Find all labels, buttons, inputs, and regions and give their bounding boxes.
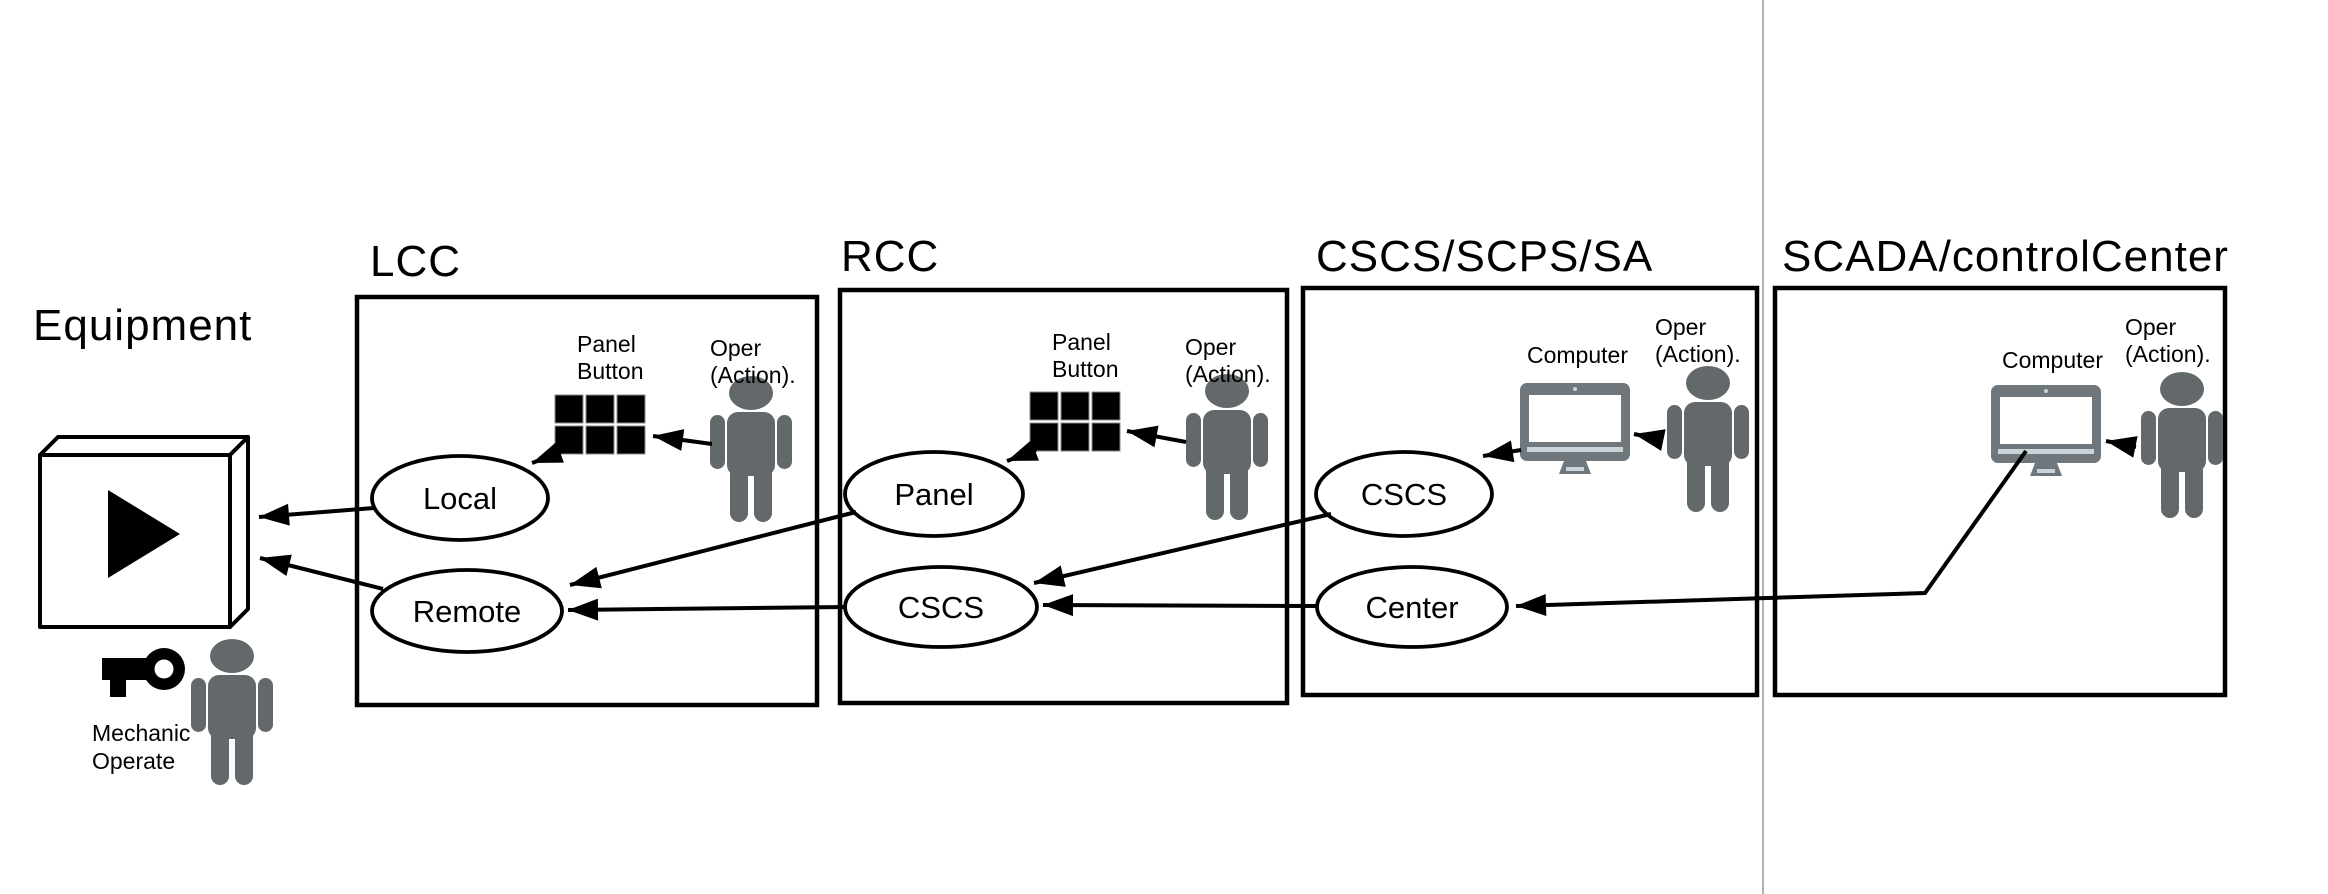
node-rcc-panel [843,450,1025,538]
node-cscs-center [1315,565,1509,649]
scada-title: SCADA/controlCenter [1782,232,2229,281]
cscs-oper-label: Oper (Action). [1655,314,1741,367]
mechanic-operate-label: Mechanic Operate [92,720,197,774]
node-lcc-local-label: Local [423,481,497,516]
mechanic-person-icon [191,639,273,785]
scada-computer-label: Computer [2002,347,2103,373]
rcc-panel-button-label: Panel Button [1052,329,1119,382]
node-lcc-local [370,454,550,542]
cscs-computer-label: Computer [1527,342,1628,368]
arrow-lcc-panelbtn-to-local [531,442,564,465]
play-triangle-icon [108,490,180,578]
lcc-oper-label: Oper (Action). [710,335,796,388]
arrow-center-to-rcc-cscs [1042,594,1318,617]
arrow-cscs-oper-to-computer [1633,429,1666,451]
rcc-title: RCC [841,232,939,281]
arrow-scada-oper-to-computer [2105,436,2138,458]
node-lcc-remote-label: Remote [413,594,522,629]
arrow-rcc-panel-to-remote [569,510,857,589]
arrow-rcc-oper-to-panelbtn [1126,425,1187,448]
arrow-cscs-cscs-to-rcc-cscs [1033,512,1332,587]
node-cscs-cscs-label: CSCS [1361,477,1447,512]
node-lcc-remote [370,568,564,654]
node-cscs-center-label: Center [1365,590,1458,625]
equipment-3d-box [38,435,250,629]
equipment-title: Equipment [33,301,252,350]
computer-monitor-icon [1991,385,2101,476]
arrow-computer-to-cscs-cscs [1482,440,1522,463]
arrow-rcc-cscs-to-remote [567,598,846,621]
node-rcc-cscs-label: CSCS [898,590,984,625]
lcc-title: LCC [370,237,461,286]
node-rcc-panel-label: Panel [894,477,973,512]
rcc-oper-label: Oper (Action). [1185,334,1271,387]
scada-oper-label: Oper (Action). [2125,314,2211,367]
arrow-rcc-panelbtn-to-panel [1006,440,1039,463]
arrow-local-to-equipment [258,503,375,526]
arrow-scada-computer-to-center [1515,449,2028,617]
computer-monitor-icon [1520,383,1630,474]
arrow-lcc-oper-to-panelbtn [652,429,713,451]
lcc-panel-button-label: Panel Button [577,331,644,384]
arrow-remote-to-equipment [259,554,384,591]
cscs-title: CSCS/SCPS/SA [1316,232,1653,281]
mechanic-key-icon [102,648,185,697]
scada-box [1772,285,2228,698]
node-cscs-cscs [1314,450,1494,538]
